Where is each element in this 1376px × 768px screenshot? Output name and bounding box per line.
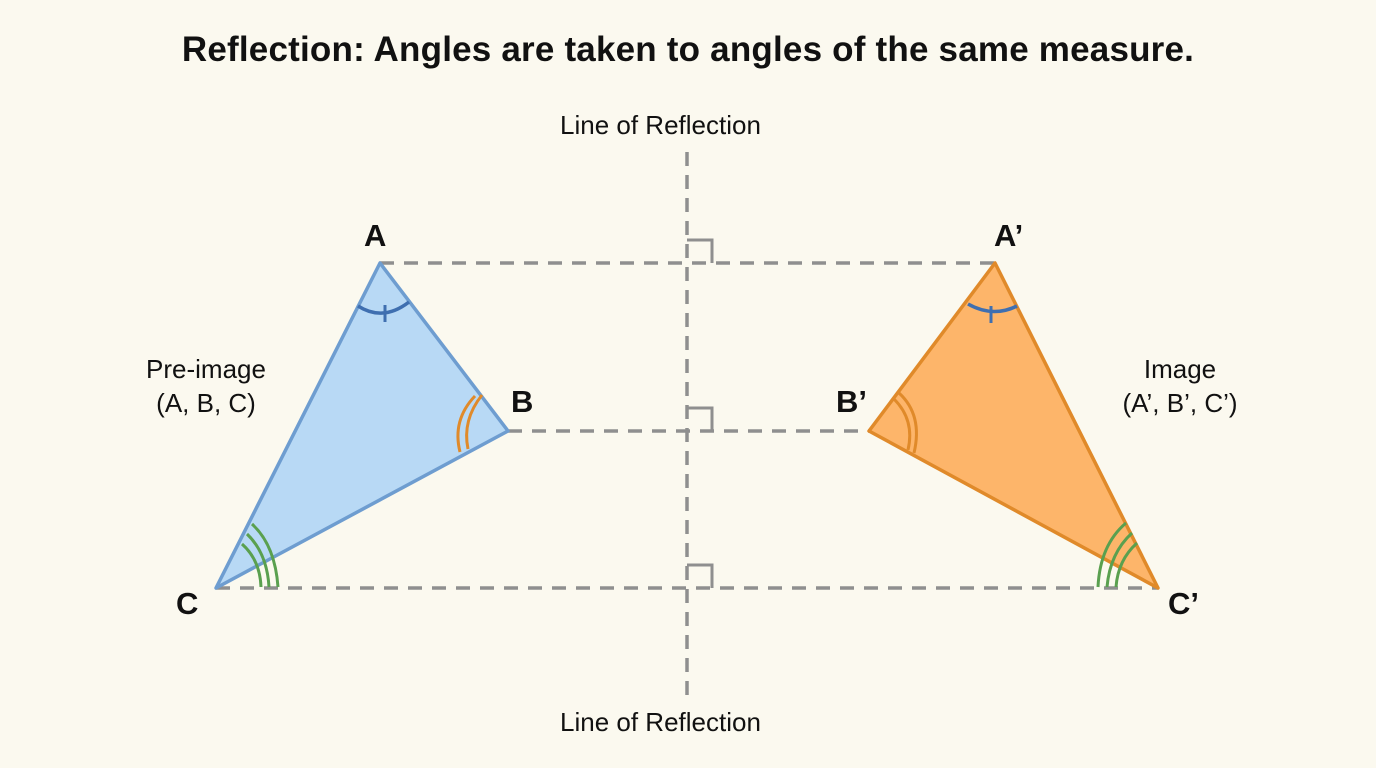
vertex-label-a: A [364,218,387,253]
pre-image-label-title: Pre-image [146,354,266,384]
vertex-label-c-prime: C’ [1168,586,1199,621]
pre-image-label-vertices: (A, B, C) [156,388,256,418]
angle-mark-c-3 [240,542,263,588]
vertex-label-b: B [511,384,534,419]
image-label-title: Image [1143,354,1217,384]
angle-mark-a [357,300,411,315]
pre-image-triangle [214,261,510,590]
line-of-reflection-label-bottom: Line of Reflection [560,707,761,737]
right-angle-marker-b [687,406,714,431]
vertex-label-a-prime: A’ [994,218,1024,253]
vertex-label-c: C [176,586,199,621]
angle-mark-c-prime-2 [1105,531,1134,588]
angle-mark-a-prime [967,302,1018,314]
angle-mark-c-prime-3 [1114,541,1139,588]
angle-mark-b-outer [456,394,477,453]
image-label-vertices: (A’, B’, C’) [1122,388,1238,418]
angle-mark-c-prime-1 [1096,521,1127,588]
angle-mark-b-prime-outer [897,391,918,454]
line-of-reflection-label-top: Line of Reflection [560,110,761,140]
vertex-label-b-prime: B’ [836,384,867,419]
angle-mark-b-inner [465,394,484,450]
right-angle-marker-a [687,238,714,263]
angle-mark-c-2 [245,532,271,588]
image-label: Image (A’, B’, C’) [1090,352,1270,420]
angle-mark-c-1 [250,522,280,588]
pre-image-label: Pre-image (A, B, C) [116,352,296,420]
image-triangle [867,261,1160,590]
angle-mark-b-prime-inner [892,397,912,451]
diagram-title: Reflection: Angles are taken to angles o… [181,30,1195,69]
right-angle-marker-c [687,563,714,588]
